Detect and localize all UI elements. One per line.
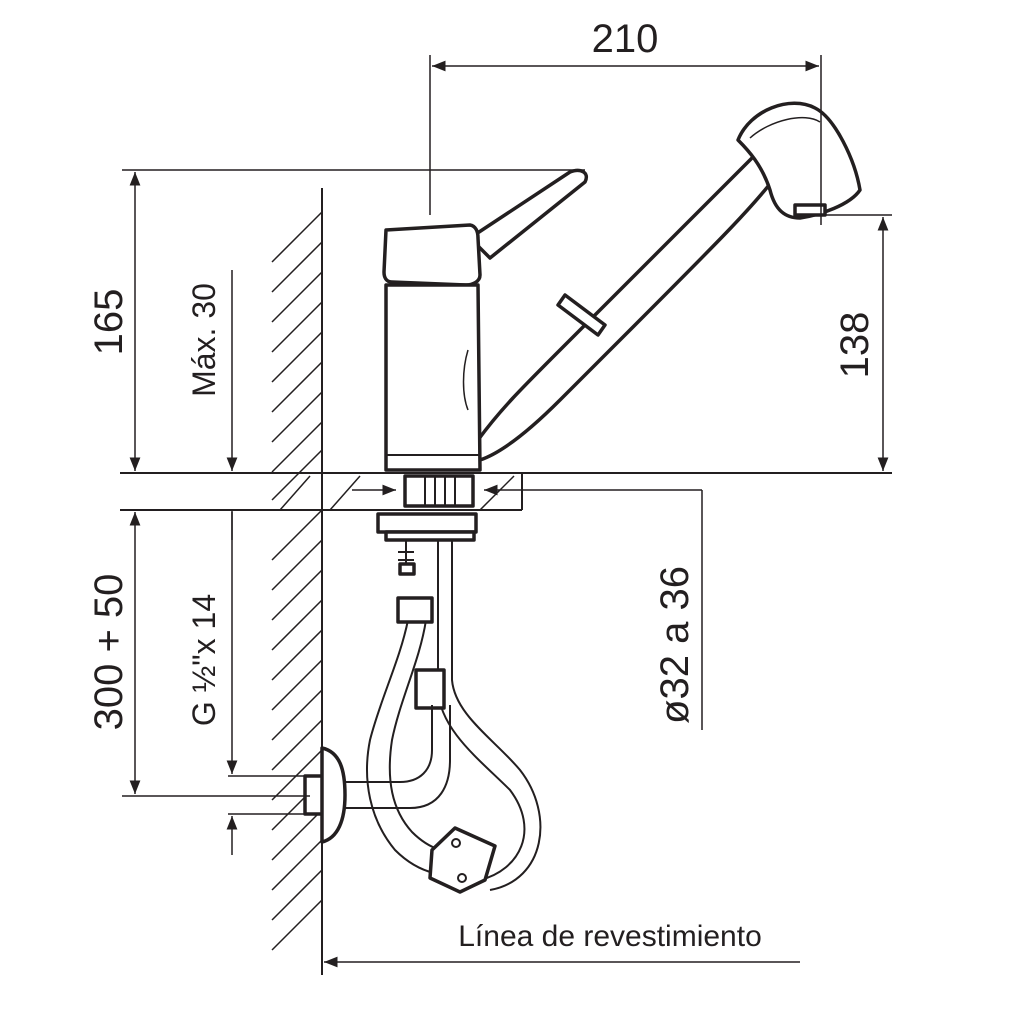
faucet-body	[376, 101, 862, 576]
thread-label: G ½"x 14	[186, 594, 222, 726]
hose-connector	[396, 596, 434, 624]
dimension-width: 210	[429, 17, 822, 225]
dimension-height-total: 165	[87, 169, 585, 471]
mounting-nut	[403, 474, 475, 508]
spout-height-label: 138	[833, 312, 877, 379]
height-total-label: 165	[87, 289, 131, 356]
wall-hatching	[271, 211, 323, 951]
spout-band	[556, 293, 607, 337]
spray-head	[736, 101, 862, 220]
dimension-hole-diameter: ø32 a 36	[352, 484, 703, 730]
wall	[271, 188, 323, 975]
dimension-hose-length: 300 + 50	[87, 509, 310, 797]
width-label: 210	[592, 17, 659, 61]
max-thickness-label: Máx. 30	[186, 283, 222, 397]
wall-line-label: Línea de revestimiento	[458, 920, 762, 953]
flexible-hoses	[303, 540, 542, 894]
lever-handle	[468, 168, 588, 260]
hole-diameter-label: ø32 a 36	[653, 566, 697, 724]
hose-length-label: 300 + 50	[87, 574, 131, 731]
countertop	[120, 472, 892, 511]
cartridge-cap	[382, 223, 482, 287]
faucet-column	[384, 283, 482, 472]
dimension-max-thickness: Máx. 30	[186, 270, 238, 540]
fixing-plate	[376, 512, 478, 534]
hose-clip	[428, 826, 497, 894]
spout	[476, 148, 784, 462]
wall-line-annotation: Línea de revestimiento	[324, 920, 800, 968]
dimension-spout-height: 138	[825, 214, 892, 471]
dimension-thread: G ½"x 14	[186, 512, 305, 855]
